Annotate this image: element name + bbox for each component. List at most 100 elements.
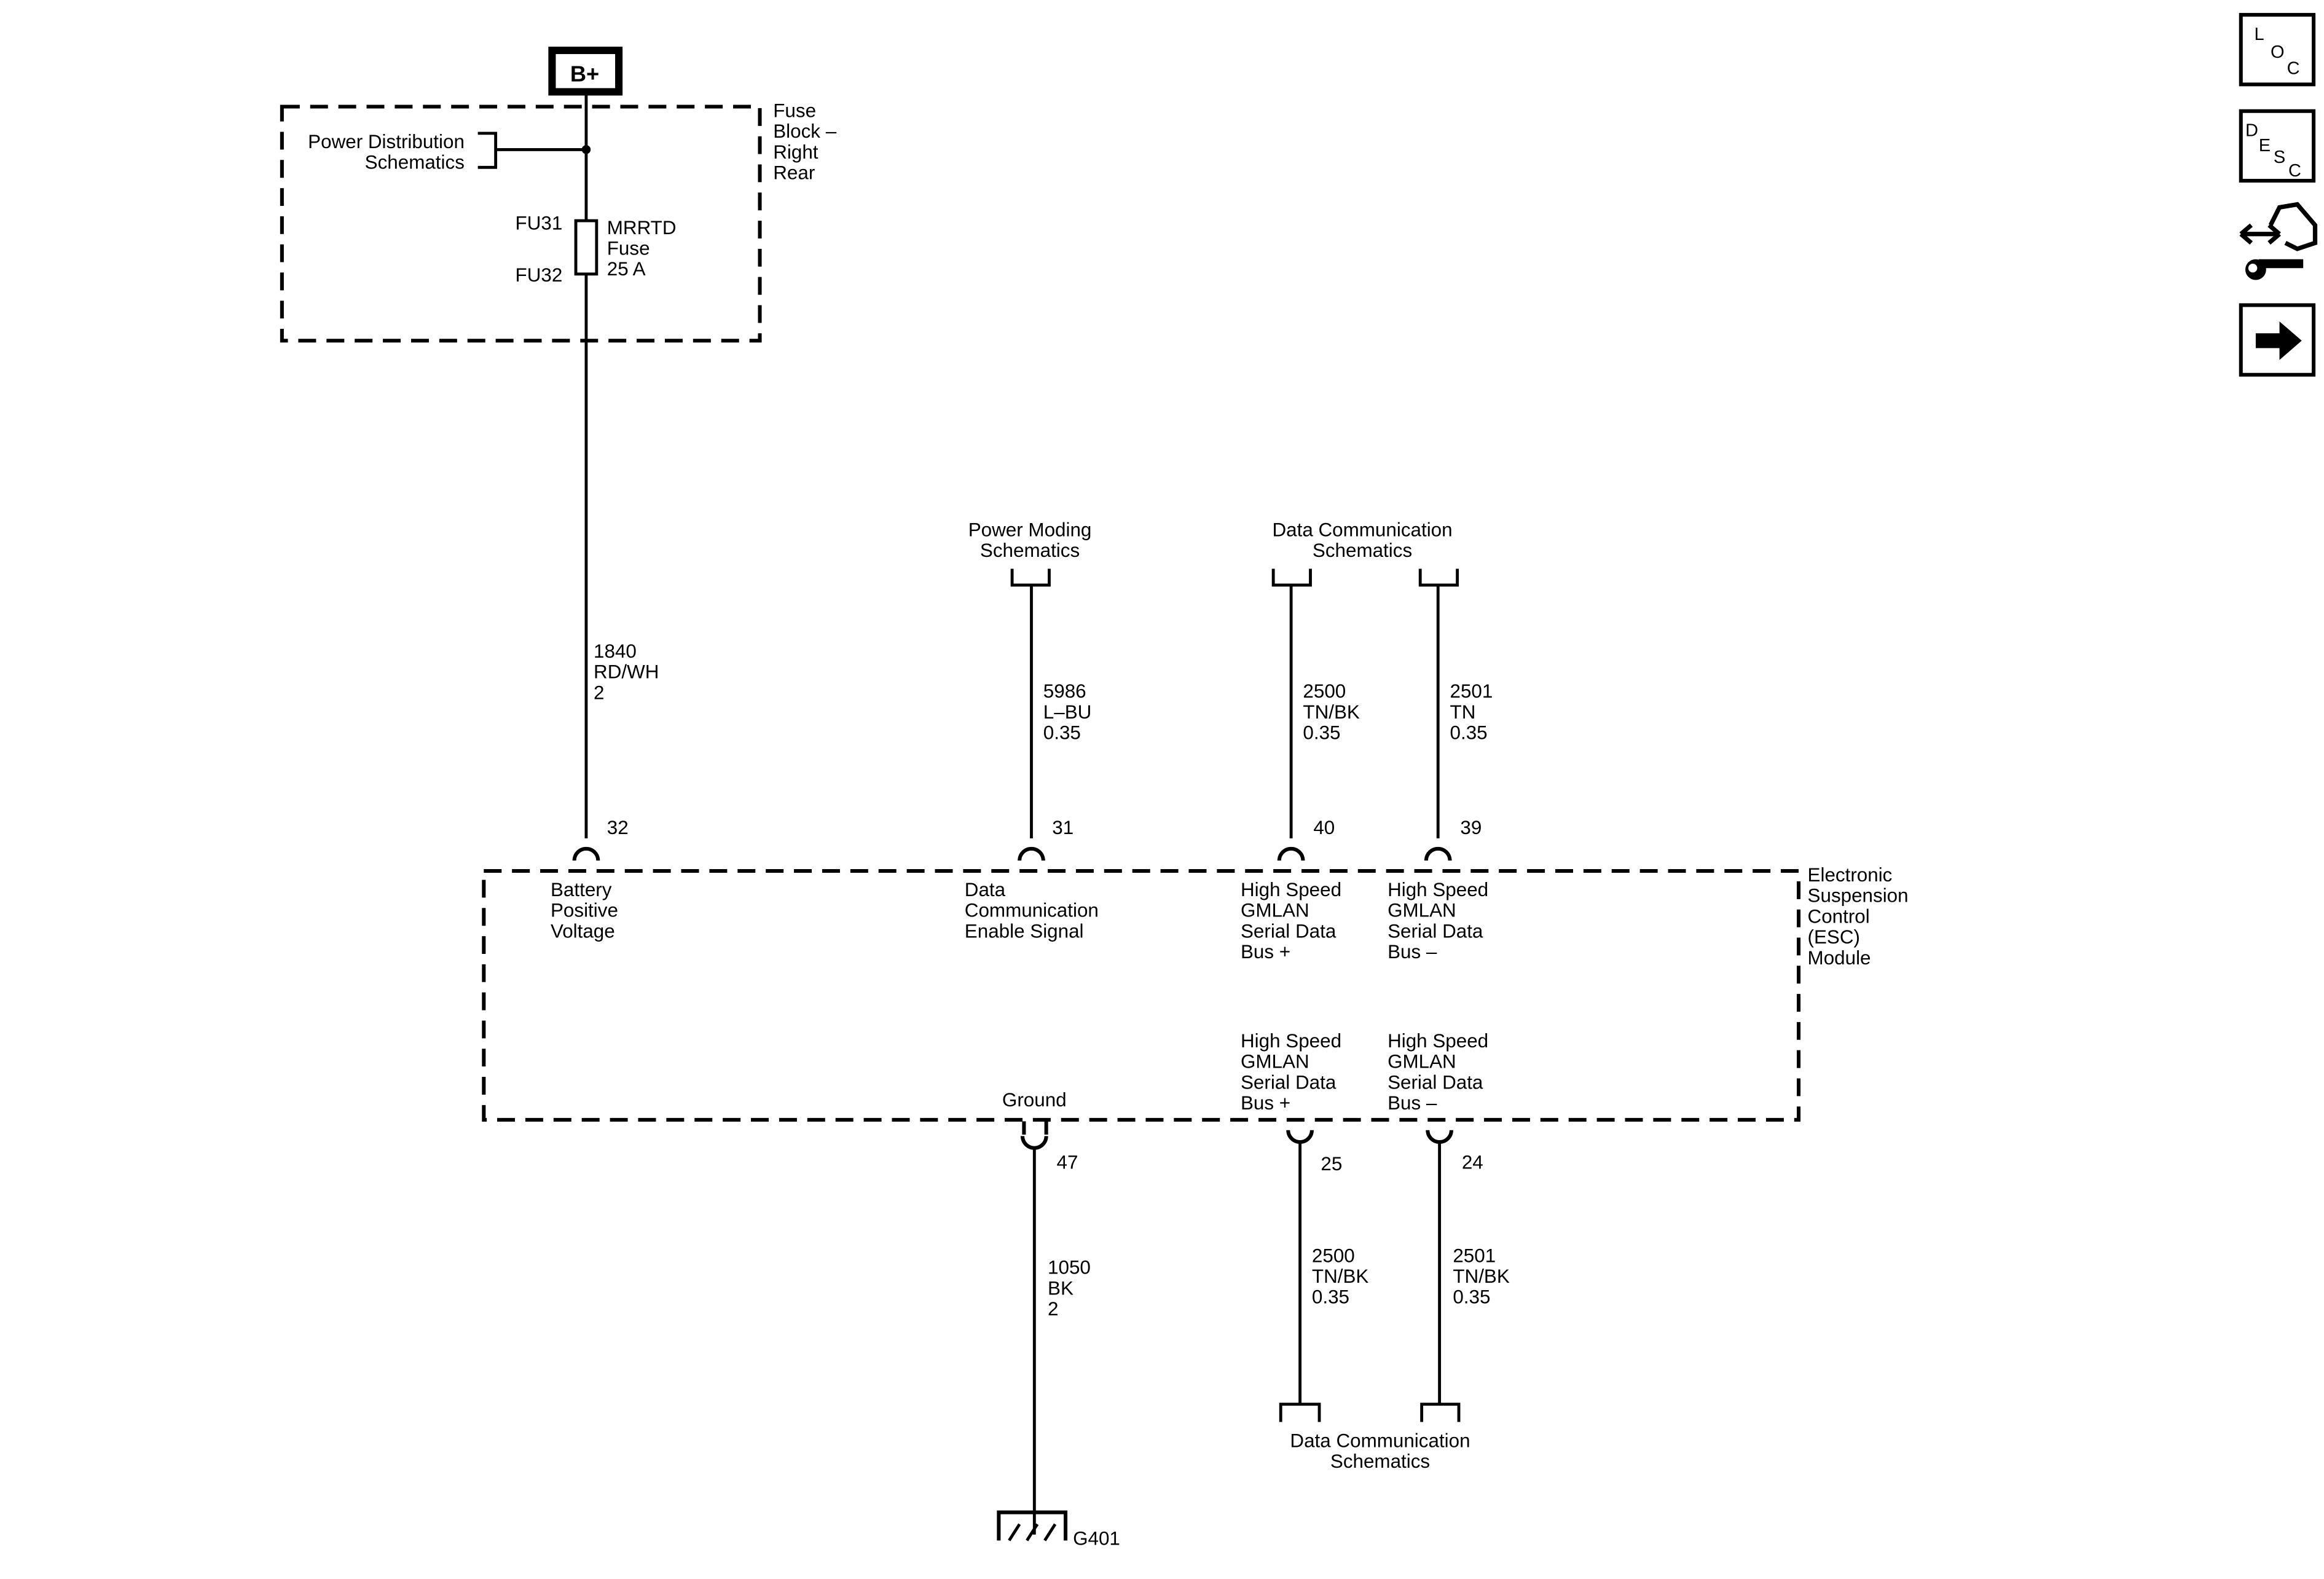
power-distribution-ref: Power Distribution Schematics [308,131,591,173]
fuse-block-label: Fuse Block – Right Rear [773,100,837,183]
svg-text:Fuse: Fuse [607,238,650,259]
svg-text:L–BU: L–BU [1043,701,1092,723]
function-battery-positive: Battery Positive Voltage [551,879,618,942]
svg-text:C: C [2288,161,2301,181]
svg-text:Rear: Rear [773,162,815,184]
wire-label-1840: 1840 RD/WH 2 [594,640,659,703]
svg-text:2501: 2501 [1450,680,1493,702]
svg-text:Voltage: Voltage [551,921,615,942]
svg-text:High Speed: High Speed [1241,1030,1341,1052]
b-plus-symbol: B+ [548,46,623,96]
pin-25: 25 [1321,1153,1342,1175]
fuse-mrrtd: FU31 FU32 MRRTD Fuse 25 A [516,213,677,286]
svg-text:Electronic: Electronic [1808,864,1893,886]
svg-text:Serial Data: Serial Data [1241,921,1337,942]
svg-text:Ground: Ground [1002,1089,1067,1111]
svg-text:Right: Right [773,141,819,163]
pin-32: 32 [607,817,629,838]
svg-text:Schematics: Schematics [980,540,1080,561]
connector-repair-icon[interactable] [2239,202,2318,280]
data-comm-ref-bottom: Data Communication Schematics [1279,1403,1470,1472]
function-gmlan-plus-top: High Speed GMLAN Serial Data Bus + [1241,879,1341,963]
svg-text:2501: 2501 [1453,1245,1496,1266]
wire-label-2500-bottom: 2500 TN/BK 0.35 [1312,1245,1369,1307]
svg-text:Control: Control [1808,905,1870,927]
svg-text:Serial Data: Serial Data [1241,1071,1337,1093]
svg-text:C: C [2287,59,2300,79]
svg-text:Bus –: Bus – [1388,941,1437,963]
svg-text:0.35: 0.35 [1303,722,1340,744]
function-gmlan-minus-top: High Speed GMLAN Serial Data Bus – [1388,879,1488,963]
svg-text:High Speed: High Speed [1388,1030,1488,1052]
pin-47: 47 [1057,1151,1078,1173]
svg-text:0.35: 0.35 [1450,722,1488,744]
svg-text:MRRTD: MRRTD [607,217,677,238]
ground-label: G401 [1073,1528,1120,1549]
svg-text:Enable Signal: Enable Signal [965,921,1084,942]
svg-text:GMLAN: GMLAN [1241,900,1309,921]
svg-text:Data: Data [965,879,1006,900]
svg-text:BK: BK [1048,1277,1074,1299]
svg-text:Suspension: Suspension [1808,885,1909,907]
bottom-pins: 47 25 24 [1020,1121,1483,1175]
svg-text:Power Moding: Power Moding [968,519,1092,540]
pin-31: 31 [1052,817,1074,838]
power-moding-ref: Power Moding Schematics [968,519,1092,587]
svg-text:TN/BK: TN/BK [1453,1266,1510,1287]
svg-text:FU31: FU31 [516,213,563,234]
svg-text:TN/BK: TN/BK [1312,1266,1369,1287]
svg-text:S: S [2274,148,2285,167]
svg-text:Communication: Communication [965,900,1099,921]
svg-text:Bus +: Bus + [1241,941,1290,963]
desc-icon[interactable]: D E S C [2239,109,2316,183]
svg-text:2: 2 [594,682,604,704]
svg-text:Schematics: Schematics [1313,540,1412,561]
next-arrow-icon[interactable] [2239,303,2316,377]
svg-text:E: E [2259,136,2271,156]
svg-text:Block –: Block – [773,120,837,142]
pin-24: 24 [1462,1151,1483,1173]
wire-label-1050: 1050 BK 2 [1048,1257,1091,1320]
svg-text:0.35: 0.35 [1312,1286,1349,1308]
svg-text:GMLAN: GMLAN [1388,1051,1456,1073]
svg-text:Data Communication: Data Communication [1272,519,1452,540]
function-ground: Ground [1002,1089,1067,1111]
svg-text:TN: TN [1450,701,1476,723]
loc-icon[interactable]: L O C [2239,13,2316,87]
svg-text:Serial Data: Serial Data [1388,921,1483,942]
svg-text:1050: 1050 [1048,1257,1091,1278]
svg-text:Schematics: Schematics [365,152,465,173]
svg-text:O: O [2271,42,2285,62]
fuse-block-outline [280,104,762,343]
svg-text:2500: 2500 [1303,680,1346,702]
svg-text:Battery: Battery [551,879,612,900]
wire-label-2501-bottom: 2501 TN/BK 0.35 [1453,1245,1510,1307]
svg-text:Serial Data: Serial Data [1388,1071,1483,1093]
svg-text:D: D [2245,121,2258,141]
data-comm-ref-top: Data Communication Schematics [1271,519,1459,587]
pin-39: 39 [1460,817,1482,838]
wire-label-5986: 5986 L–BU 0.35 [1043,680,1092,743]
svg-text:High Speed: High Speed [1241,879,1341,900]
svg-text:Bus –: Bus – [1388,1092,1437,1114]
svg-text:L: L [2254,25,2264,44]
svg-text:Power Distribution: Power Distribution [308,131,465,152]
svg-text:1840: 1840 [594,640,637,662]
svg-text:RD/WH: RD/WH [594,661,659,683]
svg-text:Module: Module [1808,947,1871,969]
svg-text:High Speed: High Speed [1388,879,1488,900]
svg-text:FU32: FU32 [516,264,563,286]
svg-text:Schematics: Schematics [1330,1451,1430,1472]
function-gmlan-minus-bottom: High Speed GMLAN Serial Data Bus – [1388,1030,1488,1114]
svg-text:Data Communication: Data Communication [1290,1430,1470,1452]
top-pins: 32 31 40 39 [572,817,1482,861]
svg-text:GMLAN: GMLAN [1388,900,1456,921]
svg-text:2: 2 [1048,1298,1058,1320]
svg-text:Positive: Positive [551,900,618,921]
svg-text:Bus +: Bus + [1241,1092,1290,1114]
pin-40: 40 [1313,817,1335,838]
svg-text:2500: 2500 [1312,1245,1355,1266]
svg-text:(ESC): (ESC) [1808,926,1860,948]
wire-label-2500-top: 2500 TN/BK 0.35 [1303,680,1360,743]
